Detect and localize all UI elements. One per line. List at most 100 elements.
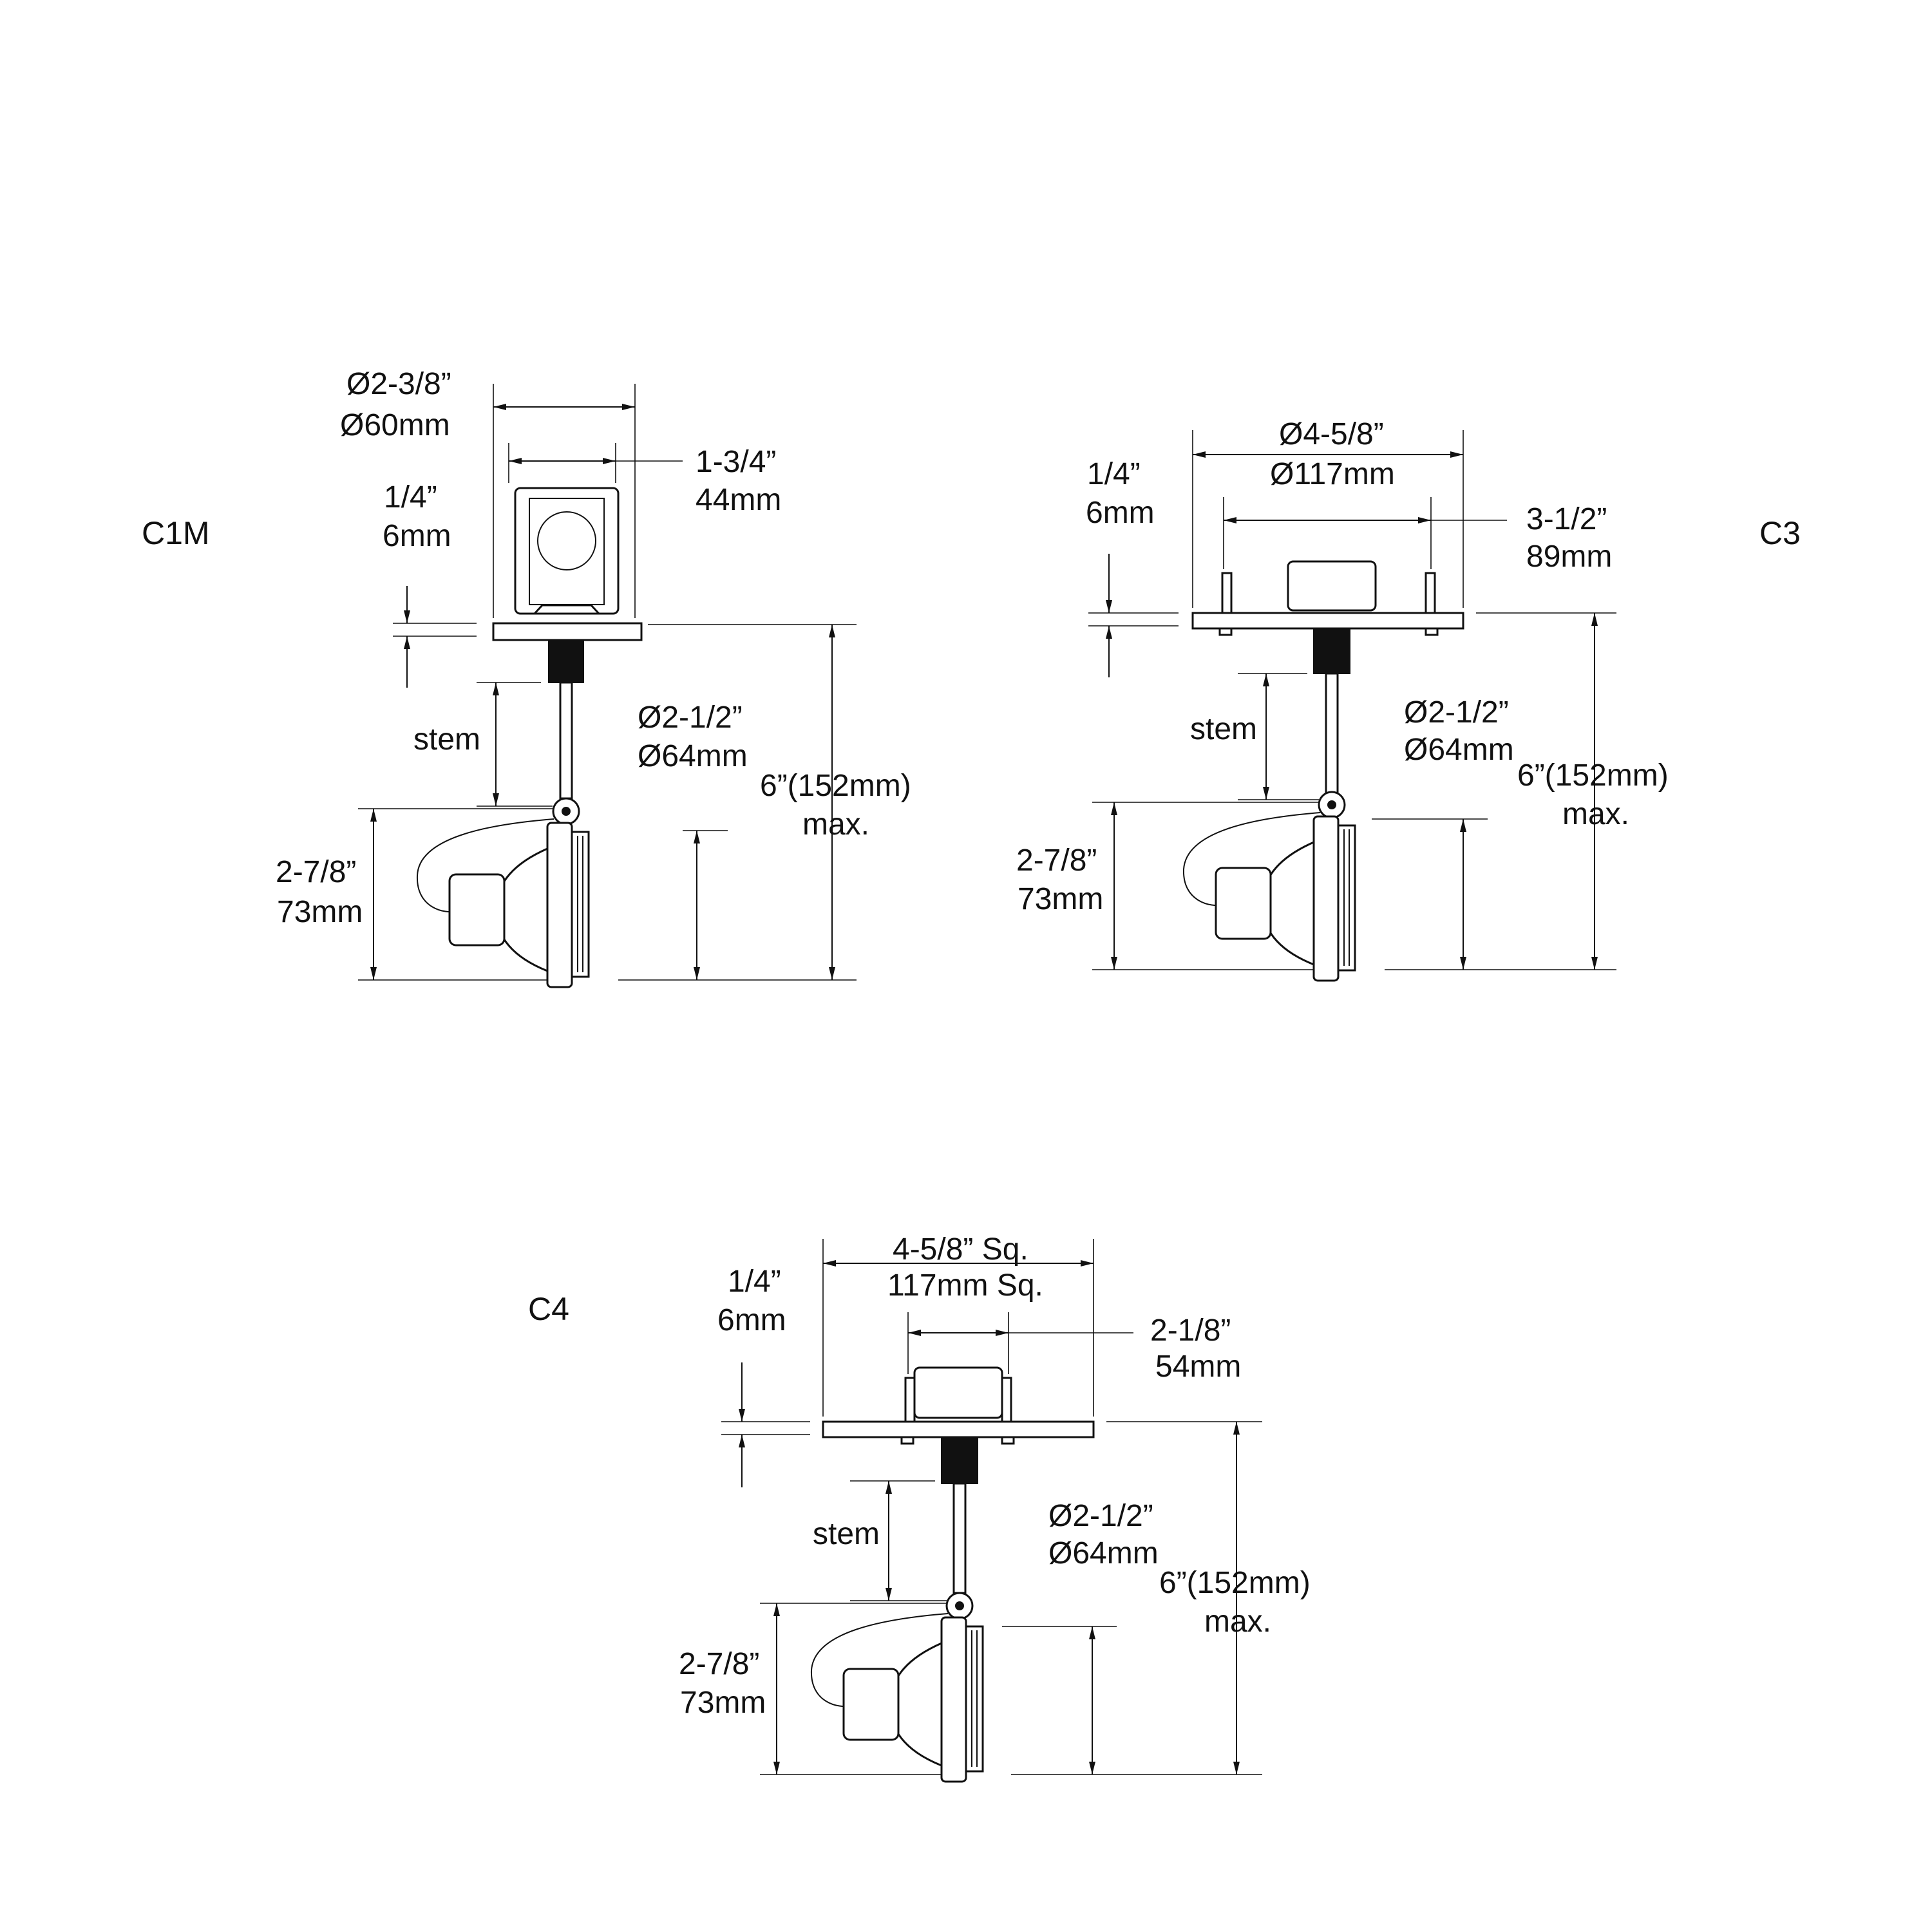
dim-text: 1/4” xyxy=(1087,457,1141,491)
lamp-lens xyxy=(1337,824,1356,972)
canopy xyxy=(822,1420,1095,1438)
canopy xyxy=(492,622,643,641)
dim-text: 6mm xyxy=(1086,496,1155,530)
dim-text: 6mm xyxy=(717,1303,786,1337)
mounting-box xyxy=(913,1366,1003,1419)
swivel-pin xyxy=(955,1601,964,1610)
stem xyxy=(1325,672,1339,795)
dim-text: 6mm xyxy=(383,519,451,553)
stem-collar xyxy=(1313,629,1350,674)
dim-overall: 6”(152mm) max. xyxy=(1106,1421,1311,1775)
dim-text: 6”(152mm) xyxy=(760,769,911,803)
dim-canopy-thickness: 1/4” 6mm xyxy=(717,1265,810,1487)
dim-text: 6”(152mm) xyxy=(1517,758,1669,793)
dim-text: 2-7/8” xyxy=(1016,843,1097,878)
dim-stem: stem xyxy=(413,682,553,807)
dim-text: Ø2-1/2” xyxy=(638,701,743,735)
dim-stem: stem xyxy=(1190,673,1319,800)
view-c3: C3 Ø4-5/8” Ø117mm xyxy=(1016,417,1801,982)
mounting-tab xyxy=(904,1377,916,1423)
dim-text: 2-7/8” xyxy=(679,1647,759,1681)
dim-text: 73mm xyxy=(680,1686,766,1720)
dim-canopy-width: 4-5/8” Sq. 117mm Sq. xyxy=(822,1232,1094,1417)
mounting-tab xyxy=(1001,1377,1012,1423)
mounting-stud xyxy=(1221,572,1233,614)
dim-text: max. xyxy=(1562,797,1629,831)
dim-text: Ø2-1/2” xyxy=(1404,695,1509,730)
view-title: C3 xyxy=(1759,515,1801,551)
dim-text: Ø64mm xyxy=(1048,1536,1159,1570)
mounting-stud xyxy=(1425,572,1436,614)
dim-text: 2-7/8” xyxy=(276,855,356,889)
view-title: C1M xyxy=(142,515,210,551)
dim-text: Ø4-5/8” xyxy=(1279,417,1384,451)
stem xyxy=(952,1482,967,1594)
view-title: C4 xyxy=(528,1291,569,1327)
dim-head-height: 2-7/8” 73mm xyxy=(276,808,554,981)
dim-text: Ø2-3/8” xyxy=(346,367,451,401)
dim-canopy-thickness: 1/4” 6mm xyxy=(1086,457,1179,677)
dim-text: 117mm Sq. xyxy=(887,1268,1043,1303)
fixture-c4 xyxy=(810,1366,1095,1783)
dim-text: Ø2-1/2” xyxy=(1048,1499,1153,1533)
dim-canopy-thickness: 1/4” 6mm xyxy=(383,480,477,688)
dim-lamp-diameter: Ø2-1/2” Ø64mm xyxy=(1372,695,1514,970)
view-c1m: C1M Ø2-3/8” Ø60mm xyxy=(142,367,911,988)
dim-text: 1-3/4” xyxy=(696,445,776,479)
dim-text: 4-5/8” Sq. xyxy=(893,1232,1028,1267)
dim-canopy-diameter: Ø4-5/8” Ø117mm xyxy=(1192,417,1464,608)
stem-collar xyxy=(941,1438,978,1484)
power-cord xyxy=(416,818,554,913)
stem-collar xyxy=(548,639,584,683)
stem-label: stem xyxy=(1190,712,1257,746)
screw-tab xyxy=(1001,1436,1015,1445)
lamp-lens xyxy=(965,1625,984,1773)
dim-mount-width: 3-1/2” 89mm xyxy=(1223,497,1612,574)
dim-text: 2-1/8” xyxy=(1150,1314,1231,1348)
screw-tab xyxy=(900,1436,914,1445)
lamp-socket xyxy=(448,873,506,947)
dim-text: 54mm xyxy=(1155,1350,1241,1384)
screw-tab xyxy=(1425,627,1439,636)
stem-label: stem xyxy=(413,722,480,757)
dim-overall: 6”(152mm) max. xyxy=(648,624,911,981)
lamp-bezel xyxy=(546,822,573,988)
dim-overall: 6”(152mm) max. xyxy=(1476,612,1669,970)
dim-stem: stem xyxy=(813,1480,947,1601)
box-base xyxy=(532,604,601,615)
canopy xyxy=(1191,612,1464,630)
swivel-pin xyxy=(1327,800,1336,809)
dim-mount-width: 2-1/8” 54mm xyxy=(907,1312,1241,1384)
dim-text: Ø64mm xyxy=(638,739,748,773)
dim-text: Ø117mm xyxy=(1270,457,1395,491)
lamp-bezel xyxy=(940,1616,967,1783)
stem-label: stem xyxy=(813,1517,880,1551)
power-cord xyxy=(1182,812,1321,907)
lamp-bezel xyxy=(1312,815,1340,982)
dim-text: max. xyxy=(1204,1605,1271,1639)
dim-text: Ø64mm xyxy=(1404,733,1514,767)
dim-mount-width: 1-3/4” 44mm xyxy=(508,443,781,517)
lamp-socket xyxy=(842,1668,900,1741)
fixture-c3 xyxy=(1182,560,1464,982)
dim-canopy-diameter: Ø2-3/8” Ø60mm xyxy=(340,367,636,618)
dim-text: 44mm xyxy=(696,483,781,517)
dim-head-height: 2-7/8” 73mm xyxy=(1016,802,1319,970)
lamp-socket xyxy=(1215,867,1272,940)
dim-text: 89mm xyxy=(1526,540,1612,574)
power-cord xyxy=(810,1613,949,1708)
swivel-pin xyxy=(562,807,571,816)
view-c4: C4 4-5/8” Sq. 117mm Sq. xyxy=(528,1232,1311,1783)
dim-text: 73mm xyxy=(277,895,363,929)
fixture-c1m xyxy=(416,487,643,988)
dim-text: 73mm xyxy=(1018,882,1103,916)
lamp-lens xyxy=(571,831,590,978)
dim-text: 6”(152mm) xyxy=(1159,1566,1311,1600)
dim-head-height: 2-7/8” 73mm xyxy=(679,1603,947,1775)
dim-text: max. xyxy=(802,807,869,842)
dim-text: 3-1/2” xyxy=(1526,502,1607,536)
mounting-box xyxy=(1287,560,1377,612)
dim-text: Ø60mm xyxy=(340,408,450,442)
dim-text: 1/4” xyxy=(384,480,437,514)
